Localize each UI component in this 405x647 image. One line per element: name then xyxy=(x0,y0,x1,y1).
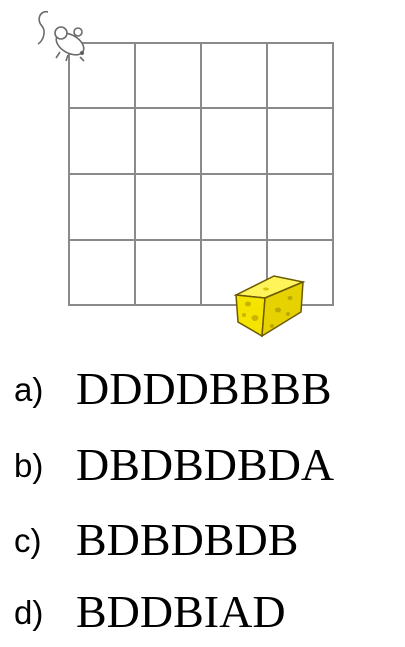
option-letter: a) xyxy=(14,371,44,408)
mouse-icon xyxy=(37,10,85,62)
option-text: BDDBIAD xyxy=(76,586,286,637)
cheese-icon xyxy=(233,275,306,338)
option-letter: c) xyxy=(14,522,42,559)
option-letter: d) xyxy=(14,594,44,631)
option-d[interactable]: d) BDDBIAD xyxy=(0,585,405,645)
option-text: DDDDBBBB xyxy=(76,363,332,414)
option-letter: b) xyxy=(14,447,44,484)
grid xyxy=(68,42,334,306)
option-b[interactable]: b) DBDBDBDA xyxy=(0,438,405,498)
option-a[interactable]: a) DDDDBBBB xyxy=(0,362,405,422)
maze-figure xyxy=(37,10,334,338)
option-text: BDBDBDB xyxy=(76,514,299,565)
option-c[interactable]: c) BDBDBDB xyxy=(0,513,405,573)
option-text: DBDBDBDA xyxy=(76,439,335,490)
